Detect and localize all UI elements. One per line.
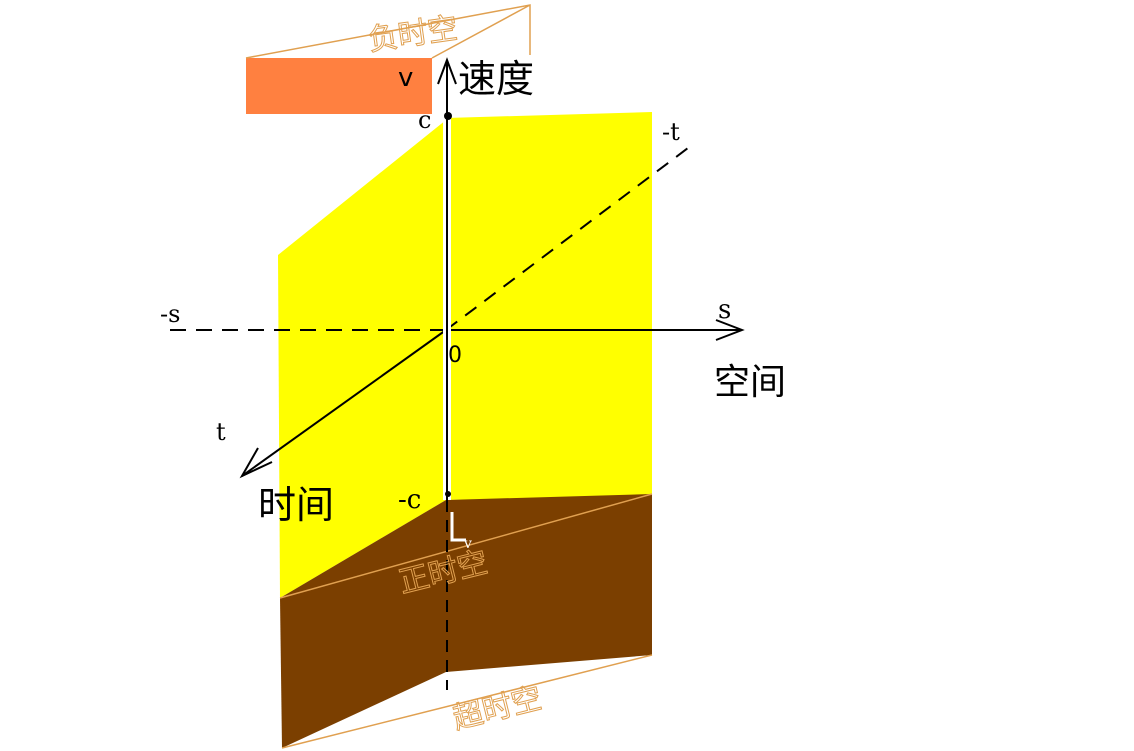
c-point	[444, 112, 452, 120]
minus-t-label: t	[216, 418, 226, 446]
super-spacetime-boundary	[281, 654, 653, 749]
c-label: c	[418, 106, 431, 134]
time-axis-arrowhead	[239, 447, 273, 479]
velocity-axis-label: 速度	[458, 57, 534, 101]
velocity-symbol: v	[398, 63, 413, 93]
yellow-left-plane	[278, 120, 446, 598]
time-axis	[241, 329, 447, 477]
negative-spacetime-outline	[245, 4, 531, 59]
plus-s-label: s	[718, 295, 731, 325]
small-v-arrow-icon	[450, 512, 466, 542]
time-axis-dashed	[445, 147, 689, 331]
minus-s-label: -s	[160, 300, 180, 328]
origin-label: 0	[448, 343, 462, 368]
super-spacetime-label: 超时空	[449, 681, 545, 737]
plus-t-label: -t	[662, 118, 680, 146]
time-axis-label: 时间	[258, 483, 334, 527]
negative-spacetime-region	[246, 58, 432, 114]
space-axis-arrowhead	[715, 319, 745, 341]
neg-c-label: -c	[398, 485, 421, 515]
small-v-label: v	[463, 536, 472, 552]
space-axis-label: 空间	[714, 362, 786, 403]
brown-left-plane	[280, 500, 446, 748]
yellow-right-plane	[446, 112, 652, 500]
velocity-axis-arrowhead	[437, 57, 457, 85]
neg-c-point	[445, 491, 451, 497]
brown-right-plane	[446, 494, 652, 672]
positive-spacetime-boundary	[279, 493, 653, 599]
